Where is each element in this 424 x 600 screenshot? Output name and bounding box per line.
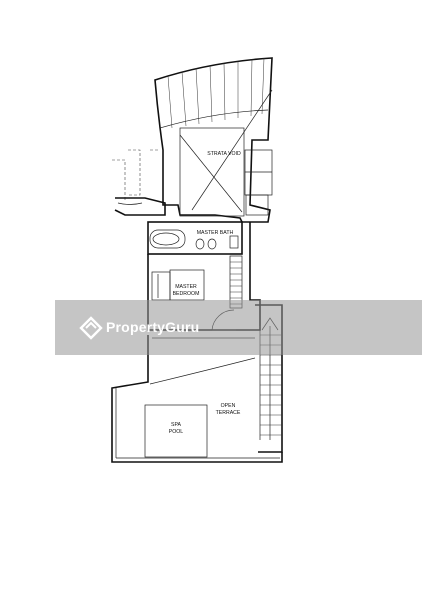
watermark-brand-text: PropertyGuru [106, 319, 200, 335]
open-terrace-label-1: OPEN [221, 403, 236, 409]
spa-pool-label-2: POOL [169, 429, 184, 435]
strata-void-label: STRATA VOID [207, 151, 241, 157]
spa-pool: SPA POOL [144, 404, 208, 458]
propertyguru-logo-icon [79, 316, 103, 340]
upper-void-outline [154, 57, 273, 223]
void-side-rooms [244, 149, 273, 216]
watermark-band [55, 300, 422, 355]
dashed-stair-outline [112, 149, 158, 200]
master-bath: MASTER BATH [147, 221, 243, 255]
master-bedroom-label-2: BEDROOM [173, 291, 200, 297]
open-terrace-label-2: TERRACE [216, 410, 241, 416]
spa-pool-label-1: SPA [171, 422, 182, 428]
master-bath-label: MASTER BATH [197, 230, 234, 236]
master-bedroom-label-1: MASTER [175, 284, 197, 290]
entry-platform [114, 197, 166, 216]
